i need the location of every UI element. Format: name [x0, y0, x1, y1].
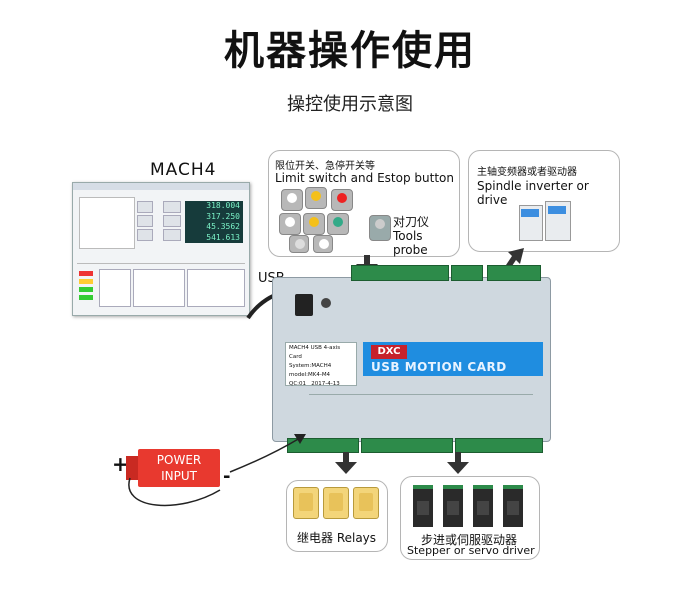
arrow-stem	[343, 452, 349, 464]
arrow-stem	[364, 255, 370, 267]
mach4-dro-display: 318.004 317.250 45.3562 541.613	[185, 201, 243, 243]
mach4-panel	[99, 269, 131, 307]
board-info-line: MACH4 USB 4-axis Card	[289, 345, 341, 360]
power-wires	[128, 434, 306, 507]
spindle-label-cn: 主轴变频器或者驱动器	[477, 167, 577, 178]
board-info-line: model:MK4-M4	[289, 372, 331, 378]
board-info-line: QC:01 2017-4-13	[289, 381, 340, 387]
terminal-block	[361, 438, 453, 453]
limit-switch-icon	[327, 213, 349, 235]
board-info-label: MACH4 USB 4-axis Card System:MACH4 model…	[285, 342, 357, 387]
power-input-block: POWER INPUT	[138, 449, 220, 487]
mach4-button	[163, 229, 181, 241]
mach4-led-yellow	[79, 279, 93, 284]
mach4-label: MACH4	[150, 160, 217, 180]
mach4-panel	[187, 269, 245, 307]
terminal-block	[487, 265, 541, 281]
spindle-box: 主轴变频器或者驱动器 Spindle inverter or drive	[468, 150, 620, 252]
power-label-line2: INPUT	[161, 469, 197, 483]
mach4-led-green	[79, 287, 93, 292]
mach4-toolpath-panel	[79, 197, 135, 249]
mach4-panel	[133, 269, 185, 307]
estop-button-icon	[305, 187, 327, 209]
relay-icon	[353, 487, 379, 519]
limit-switch-box: 限位开关、急停开关等 Limit switch and Estop button…	[268, 150, 460, 257]
mach4-button	[163, 201, 181, 213]
terminal-block	[451, 265, 483, 281]
relay-icon	[293, 487, 319, 519]
relays-box: 继电器 Relays	[286, 480, 388, 552]
tools-probe-label-cn: 对刀仪	[393, 215, 430, 229]
tools-probe-label-en: Tools probe	[393, 229, 428, 257]
estop-button-icon	[303, 213, 325, 235]
driver-icon	[473, 485, 493, 527]
dro-value-z: 45.3562	[206, 222, 240, 231]
spindle-label-en: Spindle inverter or drive	[477, 179, 589, 207]
board-logo: DXC	[371, 345, 407, 359]
limit-switch-icon	[279, 213, 301, 235]
limit-switch-icon	[289, 235, 309, 253]
mach4-button	[137, 229, 153, 241]
arrow-down-icon	[447, 462, 469, 474]
power-cap	[126, 456, 140, 480]
limit-switch-label-en: Limit switch and Estop button	[275, 171, 454, 185]
limit-switch-icon	[313, 235, 333, 253]
dro-value-x: 318.004	[206, 201, 240, 210]
estop-button-icon	[331, 189, 353, 211]
mach4-button	[137, 201, 153, 213]
limit-switch-icon	[281, 189, 303, 211]
relay-icon	[323, 487, 349, 519]
usb-port	[295, 294, 313, 316]
board-info-line: System:MACH4	[289, 363, 332, 369]
limit-switch-label-cn: 限位开关、急停开关等	[275, 161, 375, 172]
arrow-down-icon	[335, 462, 357, 474]
drivers-label-en: Stepper or servo driver	[407, 544, 535, 557]
mach4-menubar	[73, 183, 249, 190]
drivers-box: 步进或伺服驱动器 Stepper or servo driver	[400, 476, 540, 560]
terminal-block	[455, 438, 543, 453]
driver-icon	[413, 485, 433, 527]
arrow-stem	[455, 452, 461, 464]
page-title: 机器操作使用	[224, 28, 476, 74]
drivers-label-cn: 步进或伺服驱动器	[421, 533, 518, 547]
dro-value-a: 541.613	[206, 232, 240, 242]
power-label-line1: POWER	[156, 453, 202, 467]
inverter-display-icon	[548, 206, 566, 214]
usb-motion-card: MACH4 USB 4-axis Card System:MACH4 model…	[272, 265, 551, 453]
power-minus-label: -	[223, 466, 231, 487]
driver-icon	[443, 485, 463, 527]
power-plus-label: +	[112, 452, 129, 476]
mach4-button	[163, 215, 181, 227]
mach4-divider	[77, 263, 245, 264]
terminal-block	[351, 265, 449, 281]
mach4-led-red	[79, 271, 93, 276]
page-subtitle: 操控使用示意图	[287, 94, 413, 115]
mach4-screen: 318.004 317.250 45.3562 541.613	[72, 182, 250, 316]
inverter-display-icon	[521, 209, 539, 217]
board-title: USB MOTION CARD	[371, 360, 507, 374]
tools-probe-icon	[369, 215, 391, 241]
relays-label: 继电器 Relays	[297, 531, 377, 545]
board-io-section	[309, 394, 533, 417]
dro-value-y: 317.250	[206, 211, 240, 221]
mach4-button	[137, 215, 153, 227]
mach4-led-green	[79, 295, 93, 300]
driver-icon	[503, 485, 523, 527]
indicator-led	[321, 298, 331, 308]
